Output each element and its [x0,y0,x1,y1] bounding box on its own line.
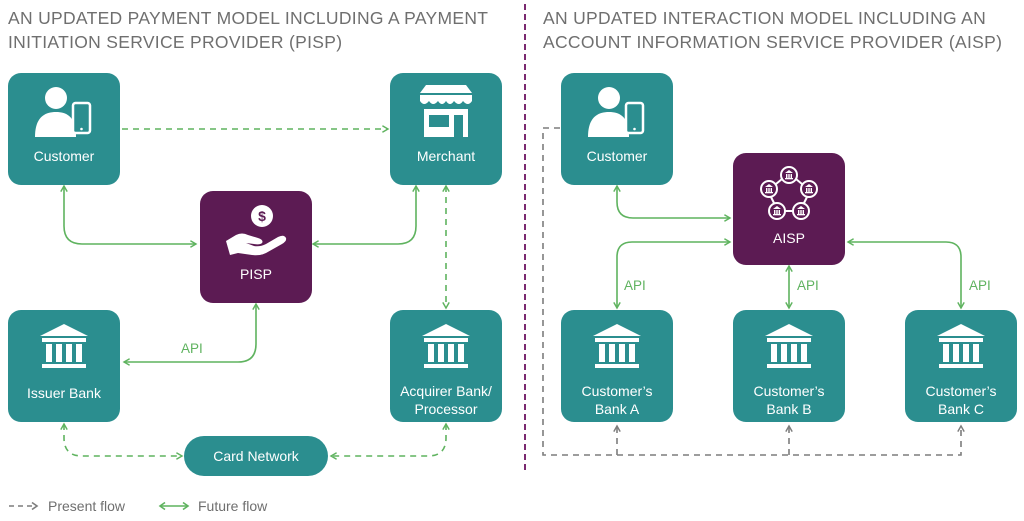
merchant-label: Merchant [416,148,476,164]
bank-a-label: Customer’s Bank A [561,382,673,418]
bank-icon [937,324,985,368]
bank-b-label-line-1: Customer’s [753,383,825,399]
api-label-pisp: API [181,341,203,356]
bank-icon [40,324,88,368]
customer-node: Customer [8,73,120,185]
flow-customer-pisp [60,184,198,248]
left-panel-title: AN UPDATED PAYMENT MODEL INCLUDING A PAY… [8,6,488,54]
hand-coin-icon: $ [226,205,287,256]
api-label-bank-a: API [624,278,646,293]
customer-icon [588,87,645,137]
merchant-node: Merchant [390,73,502,185]
right-title-line-2: ACCOUNT INFORMATION SERVICE PROVIDER (AI… [543,32,1003,52]
aisp-label: AISP [773,230,805,246]
bank-icon [422,324,470,368]
legend-future-flow-label: Future flow [198,498,268,514]
right-panel-title: AN UPDATED INTERACTION MODEL INCLUDING A… [543,6,1002,54]
customer-label: Customer [33,148,95,164]
flow-pisp-issuer [122,302,260,366]
acquirer-label: Acquirer Bank/ Processor [390,382,502,418]
api-label-bank-c: API [969,278,991,293]
bank-network-icon [760,166,818,220]
bank-b-node: Customer’s Bank B [733,310,845,422]
legend-present-flow-label: Present flow [48,498,126,514]
legend-present-flow: Present flow [8,496,125,516]
acquirer-label-line-2: Processor [414,401,478,417]
pisp-node: $ PISP [200,191,312,303]
bank-icon [593,324,641,368]
flow-merchant-pisp [311,184,420,248]
issuer-bank-node: Issuer Bank [8,310,120,422]
acquirer-label-line-1: Acquirer Bank/ [400,383,492,399]
pisp-label: PISP [240,266,272,282]
bank-a-label-line-2: Bank A [594,401,640,417]
left-title-line-2: INITIATION SERVICE PROVIDER (PISP) [8,32,343,52]
card-network-label: Card Network [213,448,299,464]
flow-aisp-bank-a [613,238,732,310]
legend-future-flow: Future flow [158,496,267,516]
flow-issuer-cardnetwork [60,422,184,460]
bank-b-label: Customer’s Bank B [733,382,845,418]
shop-icon [420,85,472,137]
issuer-bank-label: Issuer Bank [27,385,101,401]
svg-text:$: $ [258,208,266,224]
bank-a-node: Customer’s Bank A [561,310,673,422]
flow-present-customer-banks [542,127,965,456]
card-network-node: Card Network [184,436,328,476]
bank-c-label: Customer’s Bank C [905,382,1017,418]
double-arrow-icon [158,501,190,511]
flow-customer-aisp [613,184,732,222]
dashed-arrow-icon [9,501,39,511]
bank-icon [765,324,813,368]
right-title-line-1: AN UPDATED INTERACTION MODEL INCLUDING A… [543,8,987,28]
bank-a-label-line-1: Customer’s [581,383,653,399]
customer-right-label: Customer [586,148,648,164]
customer-node-right: Customer [561,73,673,185]
bank-b-label-line-2: Bank B [766,401,812,417]
api-label-bank-b: API [797,278,819,293]
bank-c-label-line-1: Customer’s [925,383,997,399]
panel-divider [524,4,526,470]
flow-aisp-bank-c [846,238,965,310]
left-title-line-1: AN UPDATED PAYMENT MODEL INCLUDING A PAY… [8,8,489,28]
acquirer-bank-node: Acquirer Bank/ Processor [390,310,502,422]
bank-c-label-line-2: Bank C [938,401,984,417]
bank-c-node: Customer’s Bank C [905,310,1017,422]
aisp-node: AISP [733,153,845,265]
customer-icon [35,87,92,137]
flow-acquirer-cardnetwork [329,422,450,460]
